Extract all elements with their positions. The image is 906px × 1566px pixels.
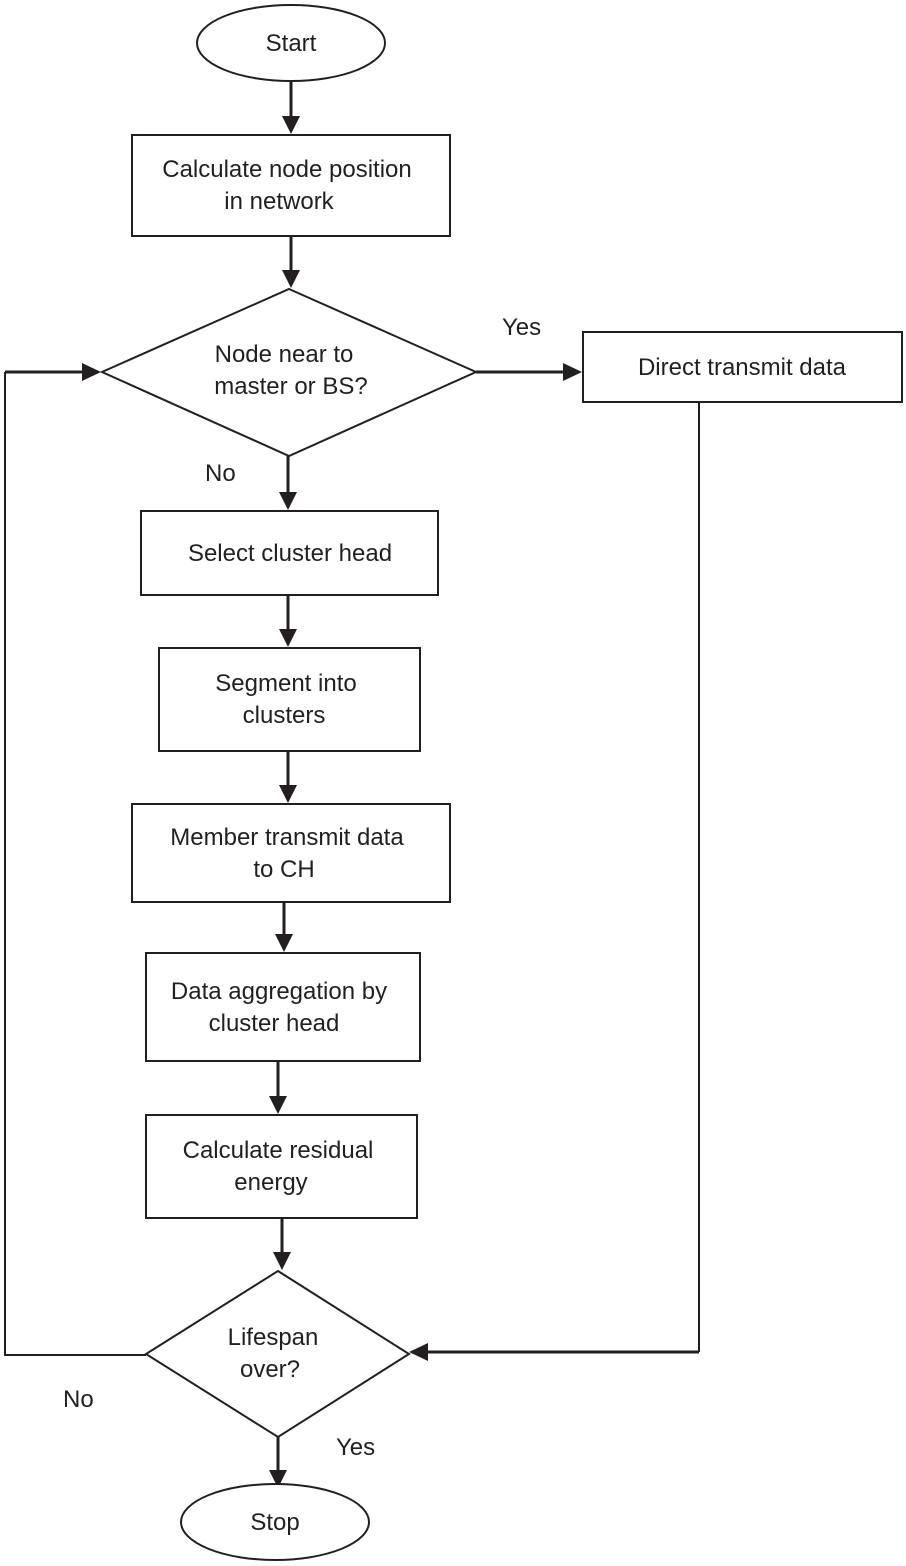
decision-lifespan-label-line2: over? [240,1356,300,1383]
select-cluster-head-label: Select cluster head [188,540,392,567]
edge-label-lifespan-no: No [63,1386,94,1413]
select-cluster-head-process: Select cluster head [140,510,439,596]
edge-member-to-aggregation [275,902,293,952]
edge-segment-to-member [279,751,297,803]
aggregation-label-line2: cluster head [209,1010,340,1037]
aggregation-label-line1: Data aggregation by [171,978,387,1005]
edge-label-near-yes: Yes [502,314,541,341]
residual-energy-label-line1: Calculate residual [183,1137,374,1164]
decision-near-master: Node near to master or BS? [99,287,479,458]
stop-label: Stop [250,1509,299,1536]
residual-energy-label-line2: energy [234,1169,307,1196]
member-transmit-label-line1: Member transmit data [170,824,404,851]
aggregation-process: Data aggregation by cluster head [145,952,421,1062]
edge-direct-to-lifespan [409,402,700,1361]
edge-calc-to-decision [282,236,300,288]
segment-clusters-label-line2: clusters [243,702,326,729]
decision-lifespan-over: Lifespan over? [144,1269,411,1439]
segment-clusters-process: Segment into clusters [158,647,421,752]
edge-decision-yes-to-direct [476,363,582,381]
direct-transmit-process: Direct transmit data [582,331,903,403]
residual-energy-process: Calculate residual energy [145,1114,418,1219]
edge-select-to-segment [279,595,297,647]
calc-position-label-line2: in network [224,188,334,215]
calc-position-process: Calculate node position in network [131,134,451,237]
member-transmit-process: Member transmit data to CH [131,803,451,903]
edge-decision-no-to-select [279,456,297,510]
stop-terminal: Stop [180,1483,370,1561]
edge-lifespan-yes-to-stop [269,1437,287,1488]
edge-aggregation-to-residual [269,1061,287,1114]
edge-residual-to-lifespan [273,1218,291,1270]
segment-clusters-label-line1: Segment into [215,670,356,697]
start-label: Start [266,30,317,57]
start-terminal: Start [196,4,386,82]
edge-label-lifespan-yes: Yes [336,1434,375,1461]
edge-lifespan-no-loop [4,363,146,1356]
direct-transmit-label: Direct transmit data [638,354,847,381]
edge-label-near-no: No [205,460,236,487]
calc-position-label-line1: Calculate node position [162,156,412,183]
decision-near-label-line1: Node near to [215,341,354,368]
member-transmit-label-line2: to CH [253,856,314,883]
edge-start-to-calc [282,82,300,134]
decision-near-label-line2: master or BS? [214,373,367,400]
decision-lifespan-label-line1: Lifespan [228,1324,319,1351]
